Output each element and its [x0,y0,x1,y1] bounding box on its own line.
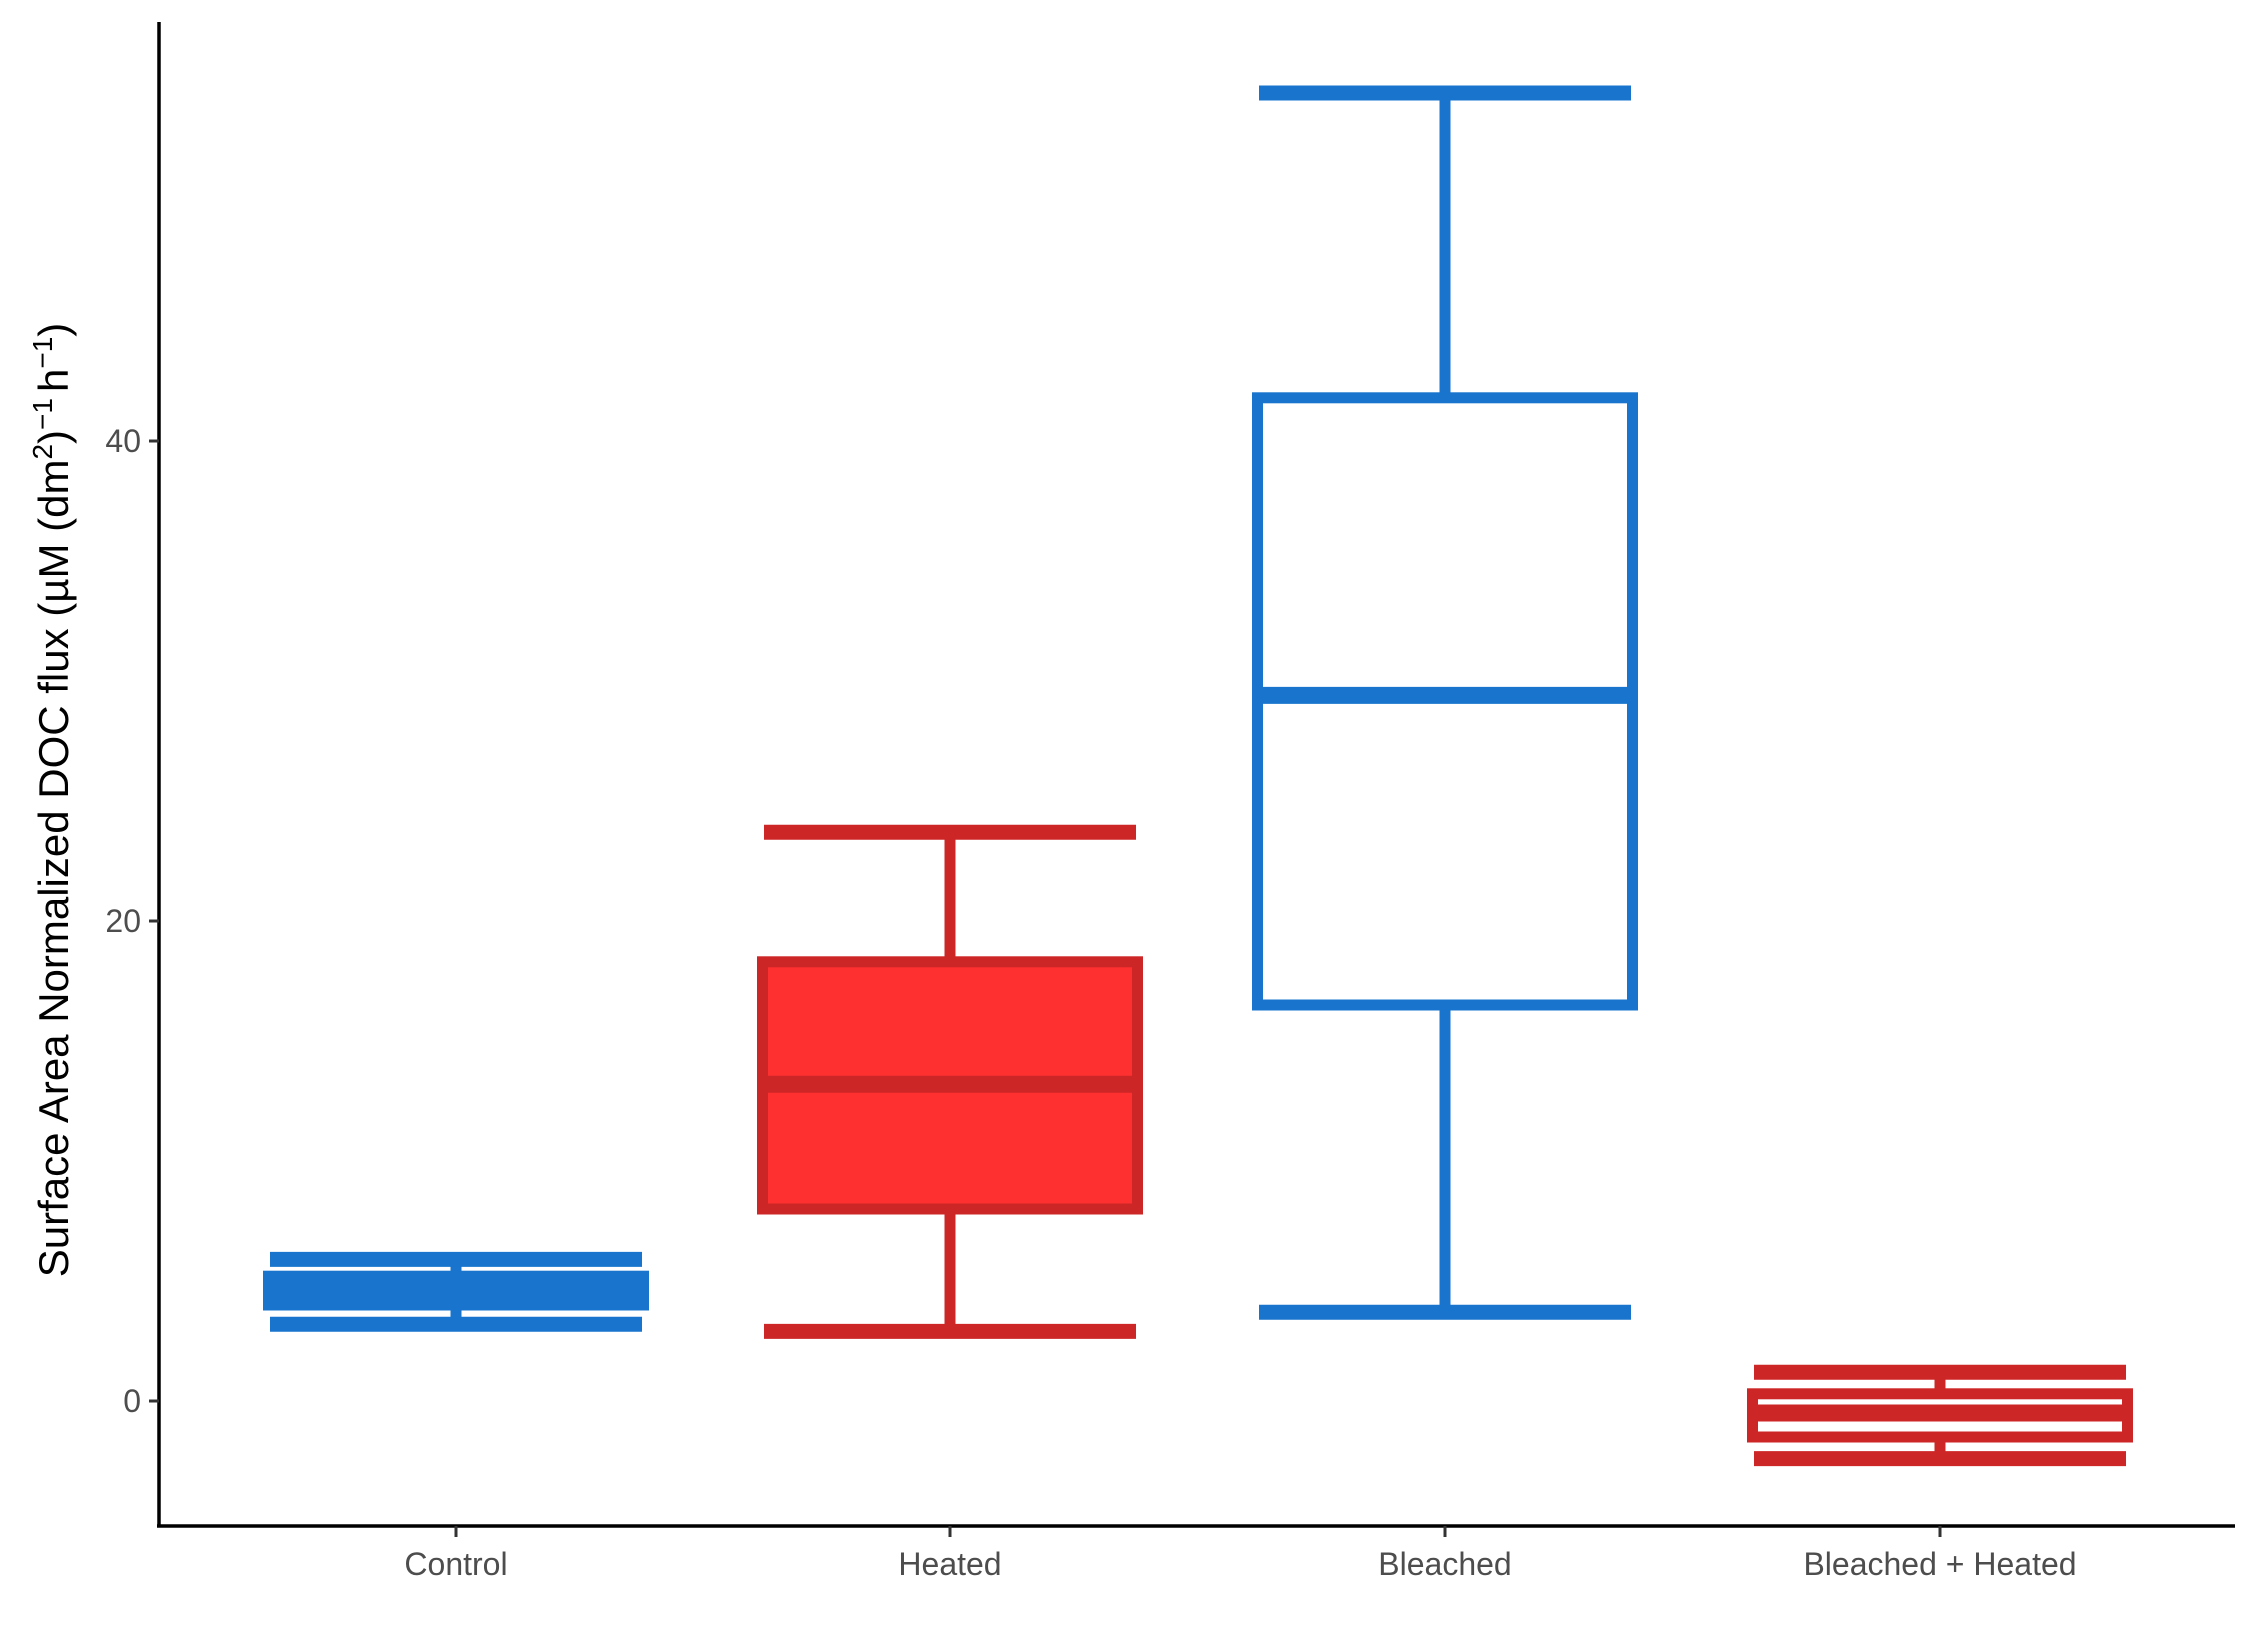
y-axis-title-sup-1: 2 [27,444,58,460]
box-heated [757,824,1143,1339]
y-axis-title-sup-2: −1 [27,398,58,430]
x-tick-label: Heated [898,1546,1001,1582]
y-axis-title-part-4: ) [30,323,77,337]
x-tick-label: Bleached [1378,1546,1511,1582]
x-ticks: Control Heated Bleached Bleached + Heated [404,1526,2077,1582]
y-axis-title-part-3: h [30,369,77,392]
y-ticks: 0 20 40 [105,423,159,1419]
boxes-layer [263,85,2133,1467]
y-tick-label: 0 [123,1383,141,1419]
y-axis-title-part-2: ) [30,430,77,444]
box-bleached [1252,85,1638,1320]
y-axis-title-sup-3: −1 [27,337,58,369]
y-axis-title: Surface Area Normalized DOC flux (µM (dm… [27,323,77,1278]
box-control [263,1251,649,1332]
y-tick-label: 20 [105,903,141,939]
box-bleached-heated [1747,1364,2133,1467]
y-axis-title-part-1: Surface Area Normalized DOC flux (µM (dm [30,460,77,1278]
x-tick-label: Bleached + Heated [1803,1546,2076,1582]
y-tick-label: 40 [105,423,141,459]
axes-layer [157,22,2235,1528]
x-tick-label: Control [404,1546,507,1582]
